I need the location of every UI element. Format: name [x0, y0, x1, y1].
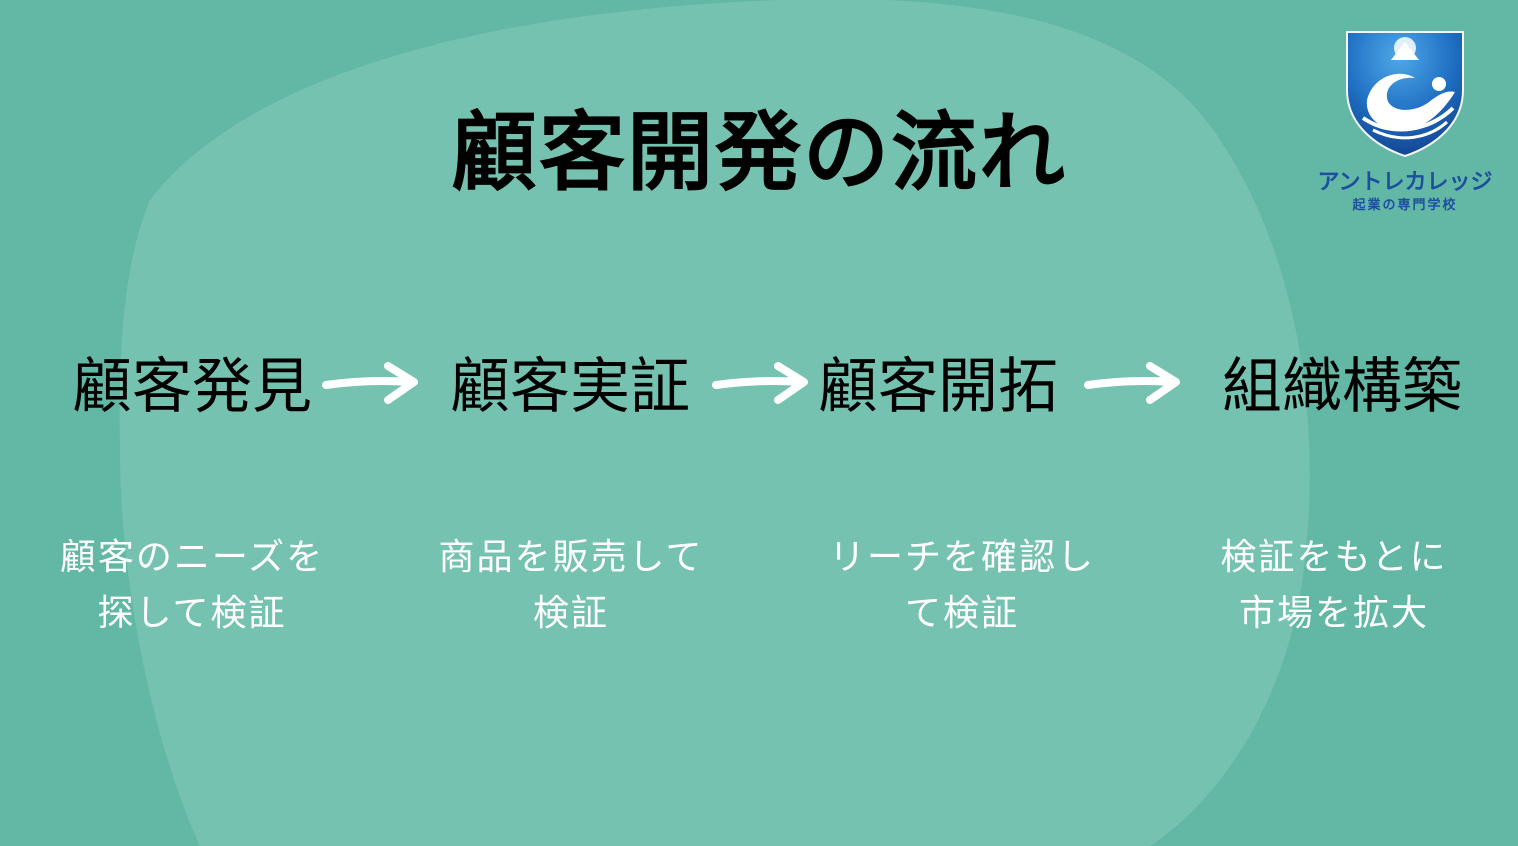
step-description-customer-validation: 商品を販売して 検証 [421, 530, 721, 642]
logo-name: アントレカレッジ [1317, 169, 1493, 195]
step-description-company-building: 検証をもとに 市場を拡大 [1184, 530, 1484, 642]
logo: アントレカレッジ 起業の専門学校 [1300, 22, 1510, 217]
right-arrow-icon [322, 362, 418, 404]
description-line: リーチを確認し [828, 537, 1095, 578]
description-line: て検証 [904, 593, 1019, 634]
description-line: 市場を拡大 [1238, 593, 1429, 634]
description-line: 顧客のニーズを [59, 537, 325, 578]
step-label-customer-discovery: 顧客発見 [72, 352, 312, 422]
description-line: 商品を販売して [438, 537, 704, 578]
description-line: 検証 [532, 593, 609, 634]
shield-emblem-icon [1346, 31, 1464, 158]
right-arrow-icon [1084, 362, 1180, 404]
page-title: 顧客開発の流れ [451, 103, 1067, 203]
description-line: 検証をもとに [1220, 537, 1448, 578]
step-label-customer-creation: 顧客開拓 [818, 352, 1058, 422]
step-description-customer-discovery: 顧客のニーズを 探して検証 [42, 530, 342, 642]
step-description-customer-creation: リーチを確認し て検証 [812, 530, 1112, 642]
logo-tagline: 起業の専門学校 [1352, 198, 1458, 213]
step-label-company-building: 組織構築 [1222, 352, 1462, 422]
step-label-customer-validation: 顧客実証 [450, 352, 690, 422]
right-arrow-icon [712, 362, 808, 404]
description-line: 探して検証 [97, 593, 287, 634]
